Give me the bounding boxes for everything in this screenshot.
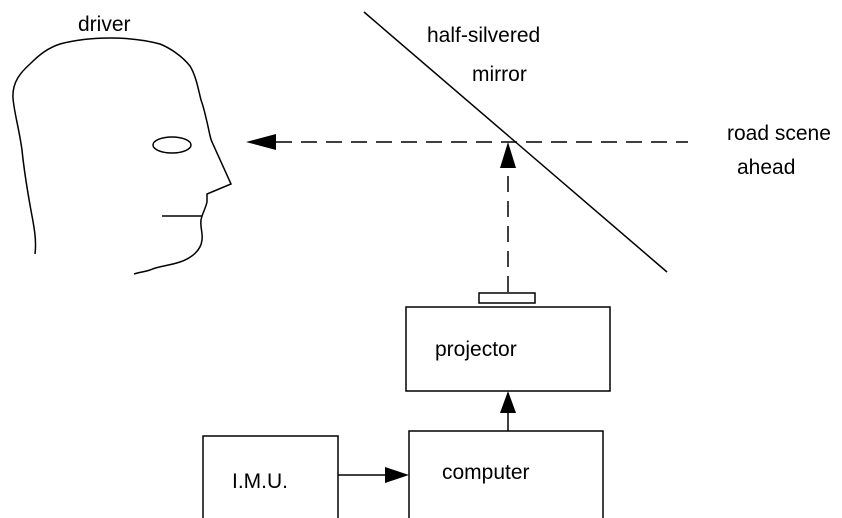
projector-label: projector (435, 338, 517, 361)
arrow-to-driver-icon (246, 134, 276, 150)
arrow-to-mirror-icon (500, 142, 516, 168)
arrow-to-computer-icon (385, 467, 409, 483)
arrow-to-projector-icon (500, 391, 516, 413)
imu-box (202, 435, 339, 518)
computer-label: computer (442, 461, 530, 484)
projector-lens (478, 292, 536, 304)
mirror-label-line1: half-silvered (427, 24, 540, 47)
driver-head-icon (12, 37, 233, 275)
mirror-label-line2: mirror (472, 63, 527, 86)
driver-label: driver (78, 13, 131, 36)
road-scene-label-line1: road scene (727, 122, 831, 145)
driver-eye-icon (152, 136, 192, 154)
road-scene-label-line2: ahead (737, 156, 795, 179)
imu-label: I.M.U. (232, 470, 288, 493)
computer-box (408, 430, 604, 518)
